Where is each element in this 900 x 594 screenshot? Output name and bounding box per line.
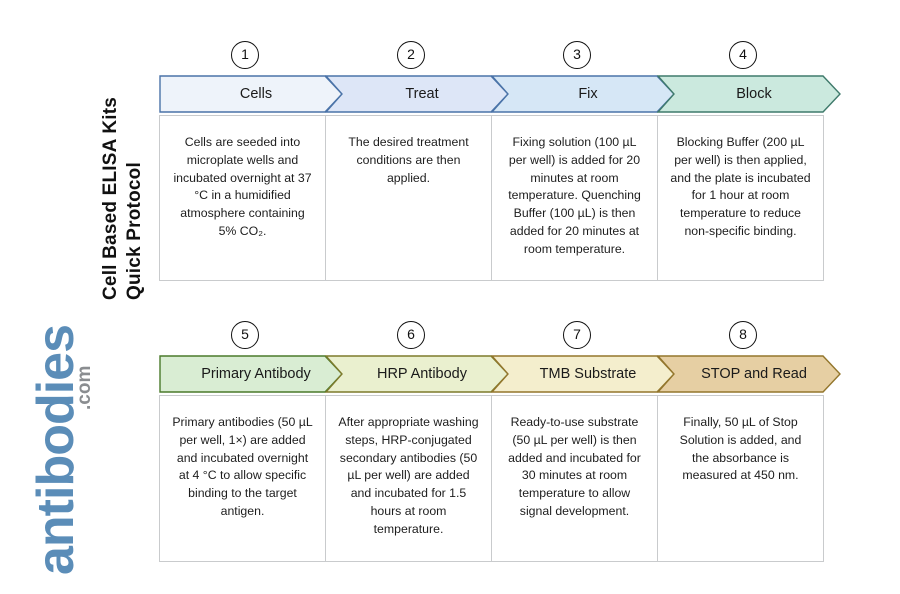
step-description-7: Ready-to-use substrate (50 µL per well) …: [491, 395, 658, 562]
step-chevron-shape-4: [657, 75, 841, 113]
step-number-badge-2: 2: [397, 41, 425, 69]
step-number-strip-2: 5 6 7 8: [159, 315, 841, 355]
step-chevron-3[interactable]: Fix: [491, 75, 675, 113]
step-chevron-shape-3: [491, 75, 675, 113]
step-label-4: Block: [736, 86, 772, 102]
step-label-8: STOP and Read: [701, 366, 807, 382]
antibodies-logo: antibodies .com: [0, 290, 150, 590]
page-title-line-1: Cell Based ELISA Kits: [98, 10, 124, 300]
step-number-badge-3: 3: [563, 41, 591, 69]
step-label-6: HRP Antibody: [376, 366, 467, 382]
step-description-1: Cells are seeded into microplate wells a…: [159, 115, 326, 281]
step-chevron-strip-2: Primary Antibody HRP Antibody TMB Substrat…: [159, 355, 841, 395]
logo-wordmark: antibodies: [27, 324, 85, 575]
page-title-line-1-text: Cell Based ELISA Kits: [100, 96, 121, 300]
step-description-5: Primary antibodies (50 µL per well, 1×) …: [159, 395, 326, 562]
step-description-3: Fixing solution (100 µL per well) is add…: [491, 115, 658, 281]
step-chevron-8[interactable]: STOP and Read: [657, 355, 841, 393]
protocol-flow-row-1: 1 2 3 4 Cells Treat Fix Block Cells are seeded…: [159, 35, 841, 281]
step-number-badge-6: 6: [397, 321, 425, 349]
page-title-line-2-text: Quick Protocol: [124, 162, 145, 300]
step-number-strip-1: 1 2 3 4: [159, 35, 841, 75]
step-number-badge-5: 5: [231, 321, 259, 349]
step-label-5: Primary Antibody: [201, 366, 311, 382]
page-title-line-2: Quick Protocol: [122, 10, 148, 300]
step-description-2: The desired treatment conditions are the…: [325, 115, 492, 281]
logo-domain-suffix: .com: [74, 365, 95, 410]
step-description-8: Finally, 50 µL of Stop Solution is added…: [657, 395, 824, 562]
step-chevron-5[interactable]: Primary Antibody: [159, 355, 343, 393]
step-body-strip-1: Cells are seeded into microplate wells a…: [159, 115, 841, 281]
step-chevron-2[interactable]: Treat: [325, 75, 509, 113]
step-chevron-strip-1: Cells Treat Fix Block: [159, 75, 841, 115]
step-chevron-shape-8: [657, 355, 841, 393]
step-chevron-shape-6: [325, 355, 509, 393]
step-body-strip-2: Primary antibodies (50 µL per well, 1×) …: [159, 395, 841, 562]
step-chevron-7[interactable]: TMB Substrate: [491, 355, 675, 393]
step-label-2: Treat: [405, 86, 439, 102]
step-number-badge-7: 7: [563, 321, 591, 349]
step-number-badge-8: 8: [729, 321, 757, 349]
protocol-flow-row-2: 5 6 7 8 Primary Antibody HRP Antibody TMB Sub…: [159, 315, 841, 562]
step-label-7: TMB Substrate: [539, 366, 637, 382]
protocol-title-block: Cell Based ELISA Kits Quick Protocol: [0, 0, 160, 300]
step-chevron-1[interactable]: Cells: [159, 75, 343, 113]
step-number-badge-4: 4: [729, 41, 757, 69]
step-label-1: Cells: [239, 86, 273, 102]
step-description-4: Blocking Buffer (200 µL per well) is the…: [657, 115, 824, 281]
step-description-6: After appropriate washing steps, HRP-con…: [325, 395, 492, 562]
step-chevron-4[interactable]: Block: [657, 75, 841, 113]
step-chevron-shape-7: [491, 355, 675, 393]
step-chevron-shape-2: [325, 75, 509, 113]
step-chevron-6[interactable]: HRP Antibody: [325, 355, 509, 393]
step-label-3: Fix: [578, 86, 598, 102]
step-number-badge-1: 1: [231, 41, 259, 69]
